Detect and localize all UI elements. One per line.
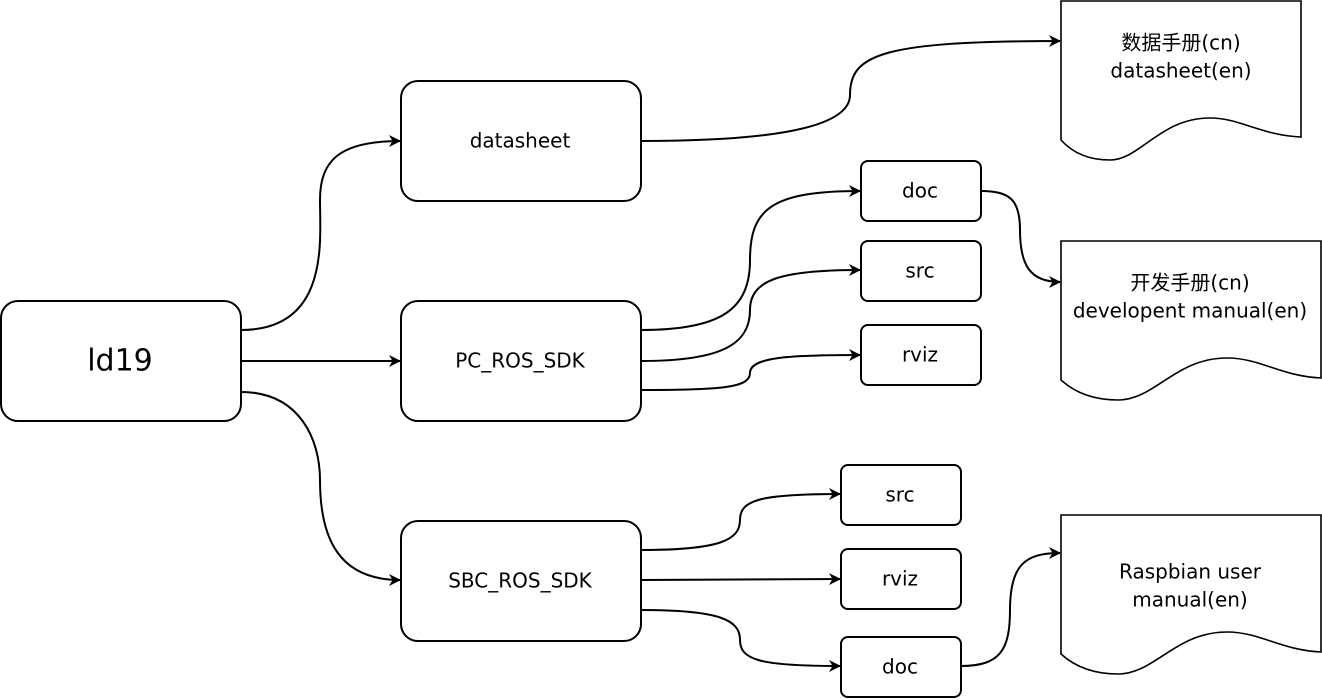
- datasheet-node-label: datasheet: [470, 129, 571, 153]
- datasheet-node: datasheet: [400, 80, 642, 202]
- sbc-src-node-label: src: [885, 483, 914, 507]
- datasheet-document-shape: [1060, 0, 1302, 161]
- pc-src-node-label: src: [905, 259, 934, 283]
- pc-src-node: src: [860, 240, 982, 302]
- sbc-doc-node-label: doc: [882, 655, 918, 679]
- datasheet-document: 数据手册(cn) datasheet(en): [1060, 0, 1302, 161]
- pc-src-node-box: [860, 240, 982, 302]
- root-node-box: [0, 300, 242, 422]
- edge-sbc-to-rviz: [640, 573, 841, 586]
- dev-manual-document-shape: [1060, 240, 1322, 401]
- edge-sbc-to-src: [640, 488, 841, 551]
- sbc-ros-sdk-node-label: SBC_ROS_SDK: [448, 569, 592, 593]
- sbc-rviz-node-box: [840, 548, 962, 610]
- dev-manual-document-line-1: 开发手册(cn): [1130, 271, 1249, 295]
- sbc-ros-sdk-node-box: [400, 520, 642, 642]
- pc-ros-sdk-node-box: [400, 300, 642, 422]
- raspbian-document-line-2: manual(en): [1132, 588, 1248, 612]
- datasheet-document-line-1: 数据手册(cn): [1121, 31, 1240, 55]
- dev-manual-document-line-2: developent manual(en): [1073, 299, 1307, 323]
- sbc-src-node-box: [840, 464, 962, 526]
- dev-manual-document: 开发手册(cn) developent manual(en): [1060, 240, 1322, 401]
- sbc-src-node: src: [840, 464, 962, 526]
- sbc-rviz-node-label: rviz: [882, 567, 918, 591]
- pc-ros-sdk-node: PC_ROS_SDK: [400, 300, 642, 422]
- pc-doc-node-box: [860, 160, 982, 222]
- edge-root-to-sbc-ros-sdk: [240, 391, 401, 586]
- edge-doc-to-raspbian-manual: [960, 547, 1061, 667]
- pc-doc-node-label: doc: [902, 179, 938, 203]
- raspbian-document-line-1: Raspbian user: [1119, 560, 1262, 584]
- edge-sbc-to-doc: [640, 609, 841, 672]
- sbc-rviz-node: rviz: [840, 548, 962, 610]
- pc-rviz-node-label: rviz: [902, 343, 938, 367]
- sbc-ros-sdk-node: SBC_ROS_SDK: [400, 520, 642, 642]
- raspbian-document-shape: [1060, 514, 1322, 675]
- root-node-label: ld19: [87, 344, 153, 379]
- root-node: ld19: [0, 300, 242, 422]
- sbc-doc-node-box: [840, 636, 962, 698]
- edge-pc-to-doc: [640, 185, 861, 331]
- pc-rviz-node: rviz: [860, 324, 982, 386]
- pc-ros-sdk-node-label: PC_ROS_SDK: [455, 349, 585, 373]
- edge-pc-to-rviz: [640, 349, 861, 391]
- edge-datasheet-to-datasheet-doc: [640, 35, 1061, 142]
- edge-doc-to-dev-manual: [980, 190, 1061, 288]
- edges: [240, 35, 1061, 672]
- edge-root-to-datasheet: [240, 135, 401, 331]
- datasheet-document-line-2: datasheet(en): [1110, 59, 1251, 83]
- pc-doc-node: doc: [860, 160, 982, 222]
- pc-rviz-node-box: [860, 324, 982, 386]
- edge-pc-to-src: [640, 264, 861, 362]
- raspbian-document: Raspbian user manual(en): [1060, 514, 1322, 675]
- sbc-doc-node: doc: [840, 636, 962, 698]
- datasheet-node-box: [400, 80, 642, 202]
